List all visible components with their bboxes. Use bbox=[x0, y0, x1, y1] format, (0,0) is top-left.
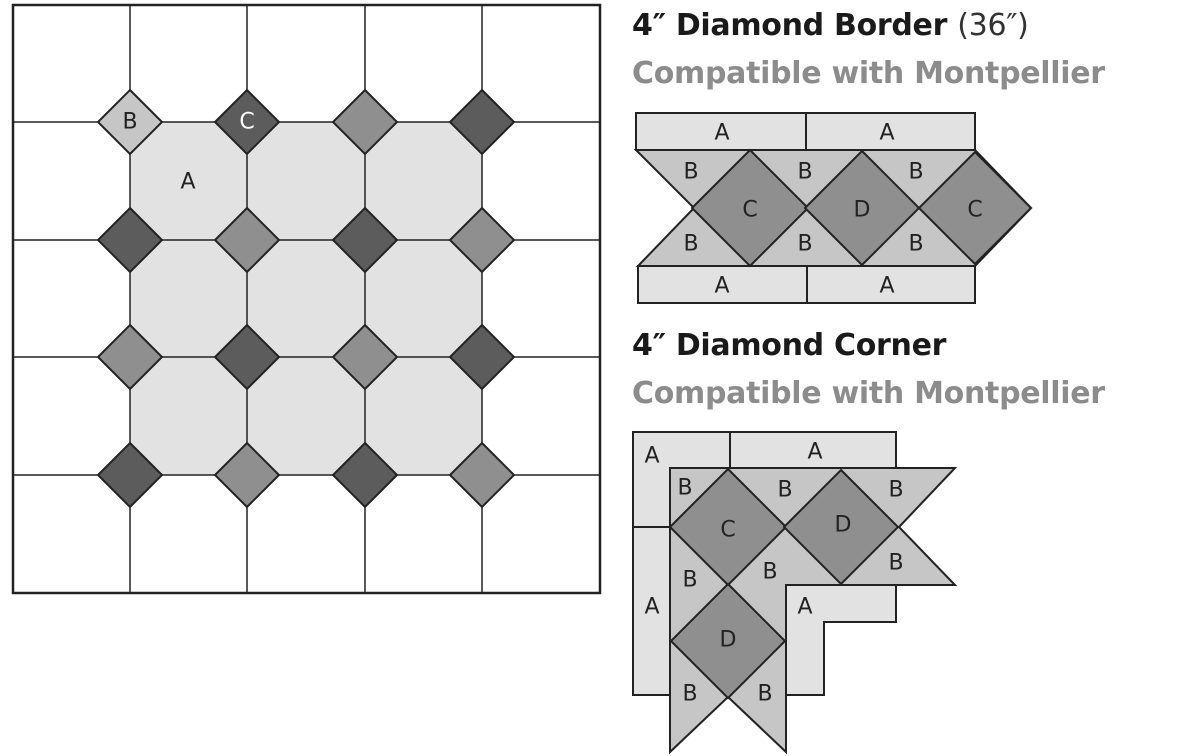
corner-diamond-d bbox=[782, 468, 900, 586]
border-label-c: C bbox=[742, 198, 757, 223]
floor-diamond bbox=[331, 206, 399, 274]
border-label-a: A bbox=[879, 121, 894, 146]
corner-title: 4″ Diamond Corner bbox=[632, 328, 947, 363]
corner-label-b: B bbox=[777, 478, 792, 503]
floor-diamond bbox=[213, 206, 281, 274]
corner-label-b: B bbox=[677, 476, 692, 501]
floor-diamond bbox=[448, 206, 516, 274]
corner-label-b: B bbox=[682, 568, 697, 593]
border-diamond-c bbox=[917, 150, 1033, 266]
floor-diamond bbox=[96, 88, 164, 156]
floor-label-b: B bbox=[122, 110, 137, 135]
corner-label-c: C bbox=[720, 518, 735, 543]
floor-label-c: C bbox=[239, 110, 254, 135]
border-label-c: C bbox=[967, 198, 982, 223]
corner-subtitle: Compatible with Montpellier bbox=[632, 376, 1105, 411]
border-label-b: B bbox=[683, 232, 698, 257]
floor-label-a: A bbox=[180, 170, 195, 195]
border-label-b: B bbox=[908, 232, 923, 257]
corner-label-a: A bbox=[797, 595, 812, 620]
floor-diamond bbox=[213, 88, 281, 156]
floor-diamond bbox=[331, 441, 399, 509]
border-label-a: A bbox=[714, 274, 729, 299]
corner-label-d: D bbox=[835, 513, 852, 538]
corner-label-b: B bbox=[682, 682, 697, 707]
floor-diamond bbox=[213, 441, 281, 509]
corner-label-b: B bbox=[762, 560, 777, 585]
border-title: 4″ Diamond Border (36″) bbox=[632, 8, 1029, 43]
border-diamond-c bbox=[690, 148, 810, 268]
border-label-d: D bbox=[854, 198, 871, 223]
border-label-b: B bbox=[797, 160, 812, 185]
floor-field bbox=[130, 122, 482, 475]
corner-label-d: D bbox=[720, 628, 737, 653]
floor-diamond bbox=[448, 88, 516, 156]
floor-diamond bbox=[96, 323, 164, 391]
floor-diamond bbox=[96, 441, 164, 509]
corner-label-a: A bbox=[644, 595, 659, 620]
corner-diamond-d bbox=[669, 582, 787, 700]
floor-diamond bbox=[448, 323, 516, 391]
border-title-text: 4″ Diamond Border bbox=[632, 8, 948, 43]
border-length: (36″) bbox=[957, 8, 1029, 43]
border-label-a: A bbox=[714, 121, 729, 146]
floor-diamond bbox=[213, 323, 281, 391]
corner-label-a: A bbox=[807, 440, 822, 465]
border-label-a: A bbox=[879, 274, 894, 299]
corner-label-b: B bbox=[888, 551, 903, 576]
corner-label-b: B bbox=[888, 478, 903, 503]
floor-diamond bbox=[331, 88, 399, 156]
border-subtitle: Compatible with Montpellier bbox=[632, 56, 1105, 91]
corner-label-b: B bbox=[757, 682, 772, 707]
corner-label-a: A bbox=[644, 444, 659, 469]
floor-diamond bbox=[448, 441, 516, 509]
floor-diamond bbox=[96, 206, 164, 274]
floor-diamond bbox=[331, 323, 399, 391]
border-label-b: B bbox=[683, 160, 698, 185]
border-diamond-d bbox=[803, 149, 921, 267]
border-label-b: B bbox=[908, 160, 923, 185]
border-label-b: B bbox=[797, 232, 812, 257]
